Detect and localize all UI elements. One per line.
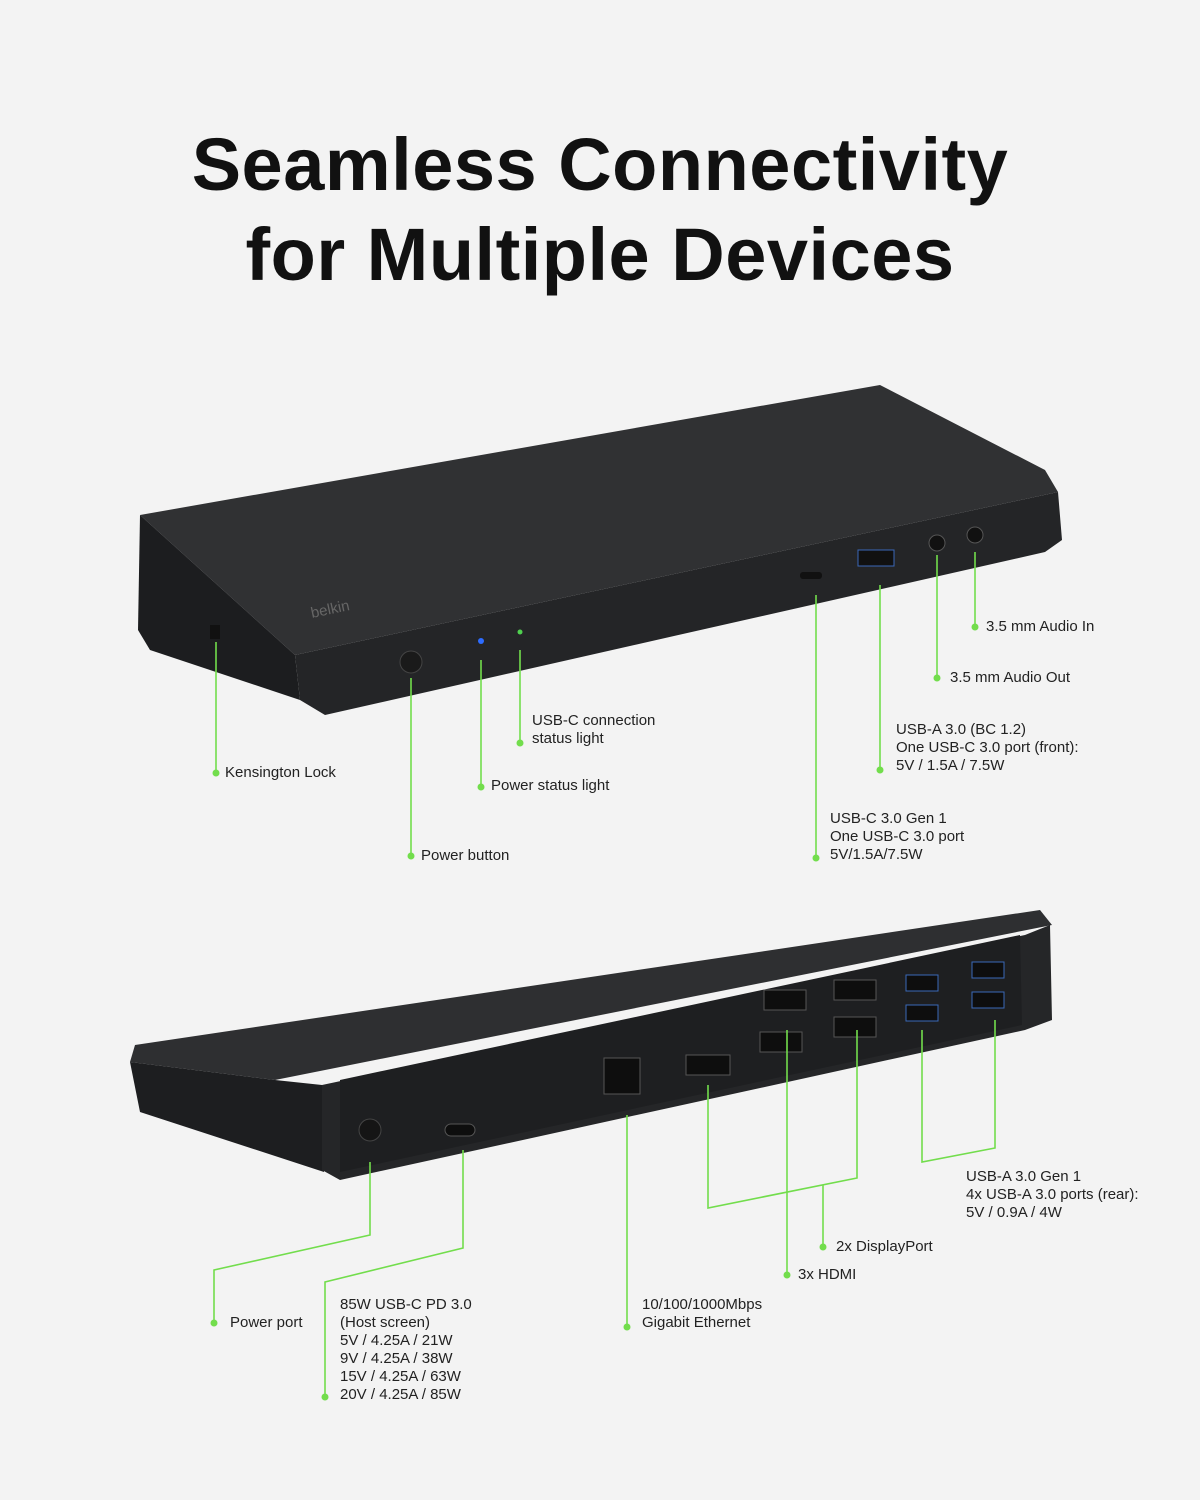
usbc-pd-label: 85W USB-C PD 3.0 (Host screen) 5V / 4.25… [340, 1296, 472, 1403]
usbc-led [517, 629, 523, 635]
usba-rear-label: USB-A 3.0 Gen 1 4x USB-A 3.0 ports (rear… [966, 1168, 1139, 1221]
hdmi-label: 3x HDMI [798, 1266, 857, 1283]
kensington-lock-label: Kensington Lock [225, 764, 336, 781]
audio-in-label: 3.5 mm Audio In [986, 618, 1095, 635]
usbc-front-label: USB-C 3.0 Gen 1 One USB-C 3.0 port 5V/1.… [830, 810, 965, 863]
displayport-label: 2x DisplayPort [836, 1238, 933, 1255]
usbc-light-label: USB-C connection status light [532, 712, 656, 747]
usba-front-label: USB-A 3.0 (BC 1.2) One USB-C 3.0 port (f… [896, 721, 1079, 774]
ethernet-label: 10/100/1000Mbps Gigabit Ethernet [642, 1296, 763, 1331]
dock-front-view: belkin [138, 385, 1062, 715]
callout-lines [213, 552, 996, 1397]
audio-out-label: 3.5 mm Audio Out [950, 669, 1071, 686]
page-title: Seamless Connectivity for Multiple Devic… [191, 123, 1009, 296]
power-button-shape [399, 650, 423, 674]
power-button-label: Power button [421, 847, 510, 864]
dock-rear-view [130, 910, 1052, 1180]
usbc-port-front [800, 572, 822, 579]
power-led [478, 638, 484, 644]
usba-port-front [857, 549, 895, 567]
power-light-label: Power status light [491, 777, 610, 794]
callout-dots [210, 623, 979, 1401]
power-port-label: Power port [230, 1314, 303, 1331]
